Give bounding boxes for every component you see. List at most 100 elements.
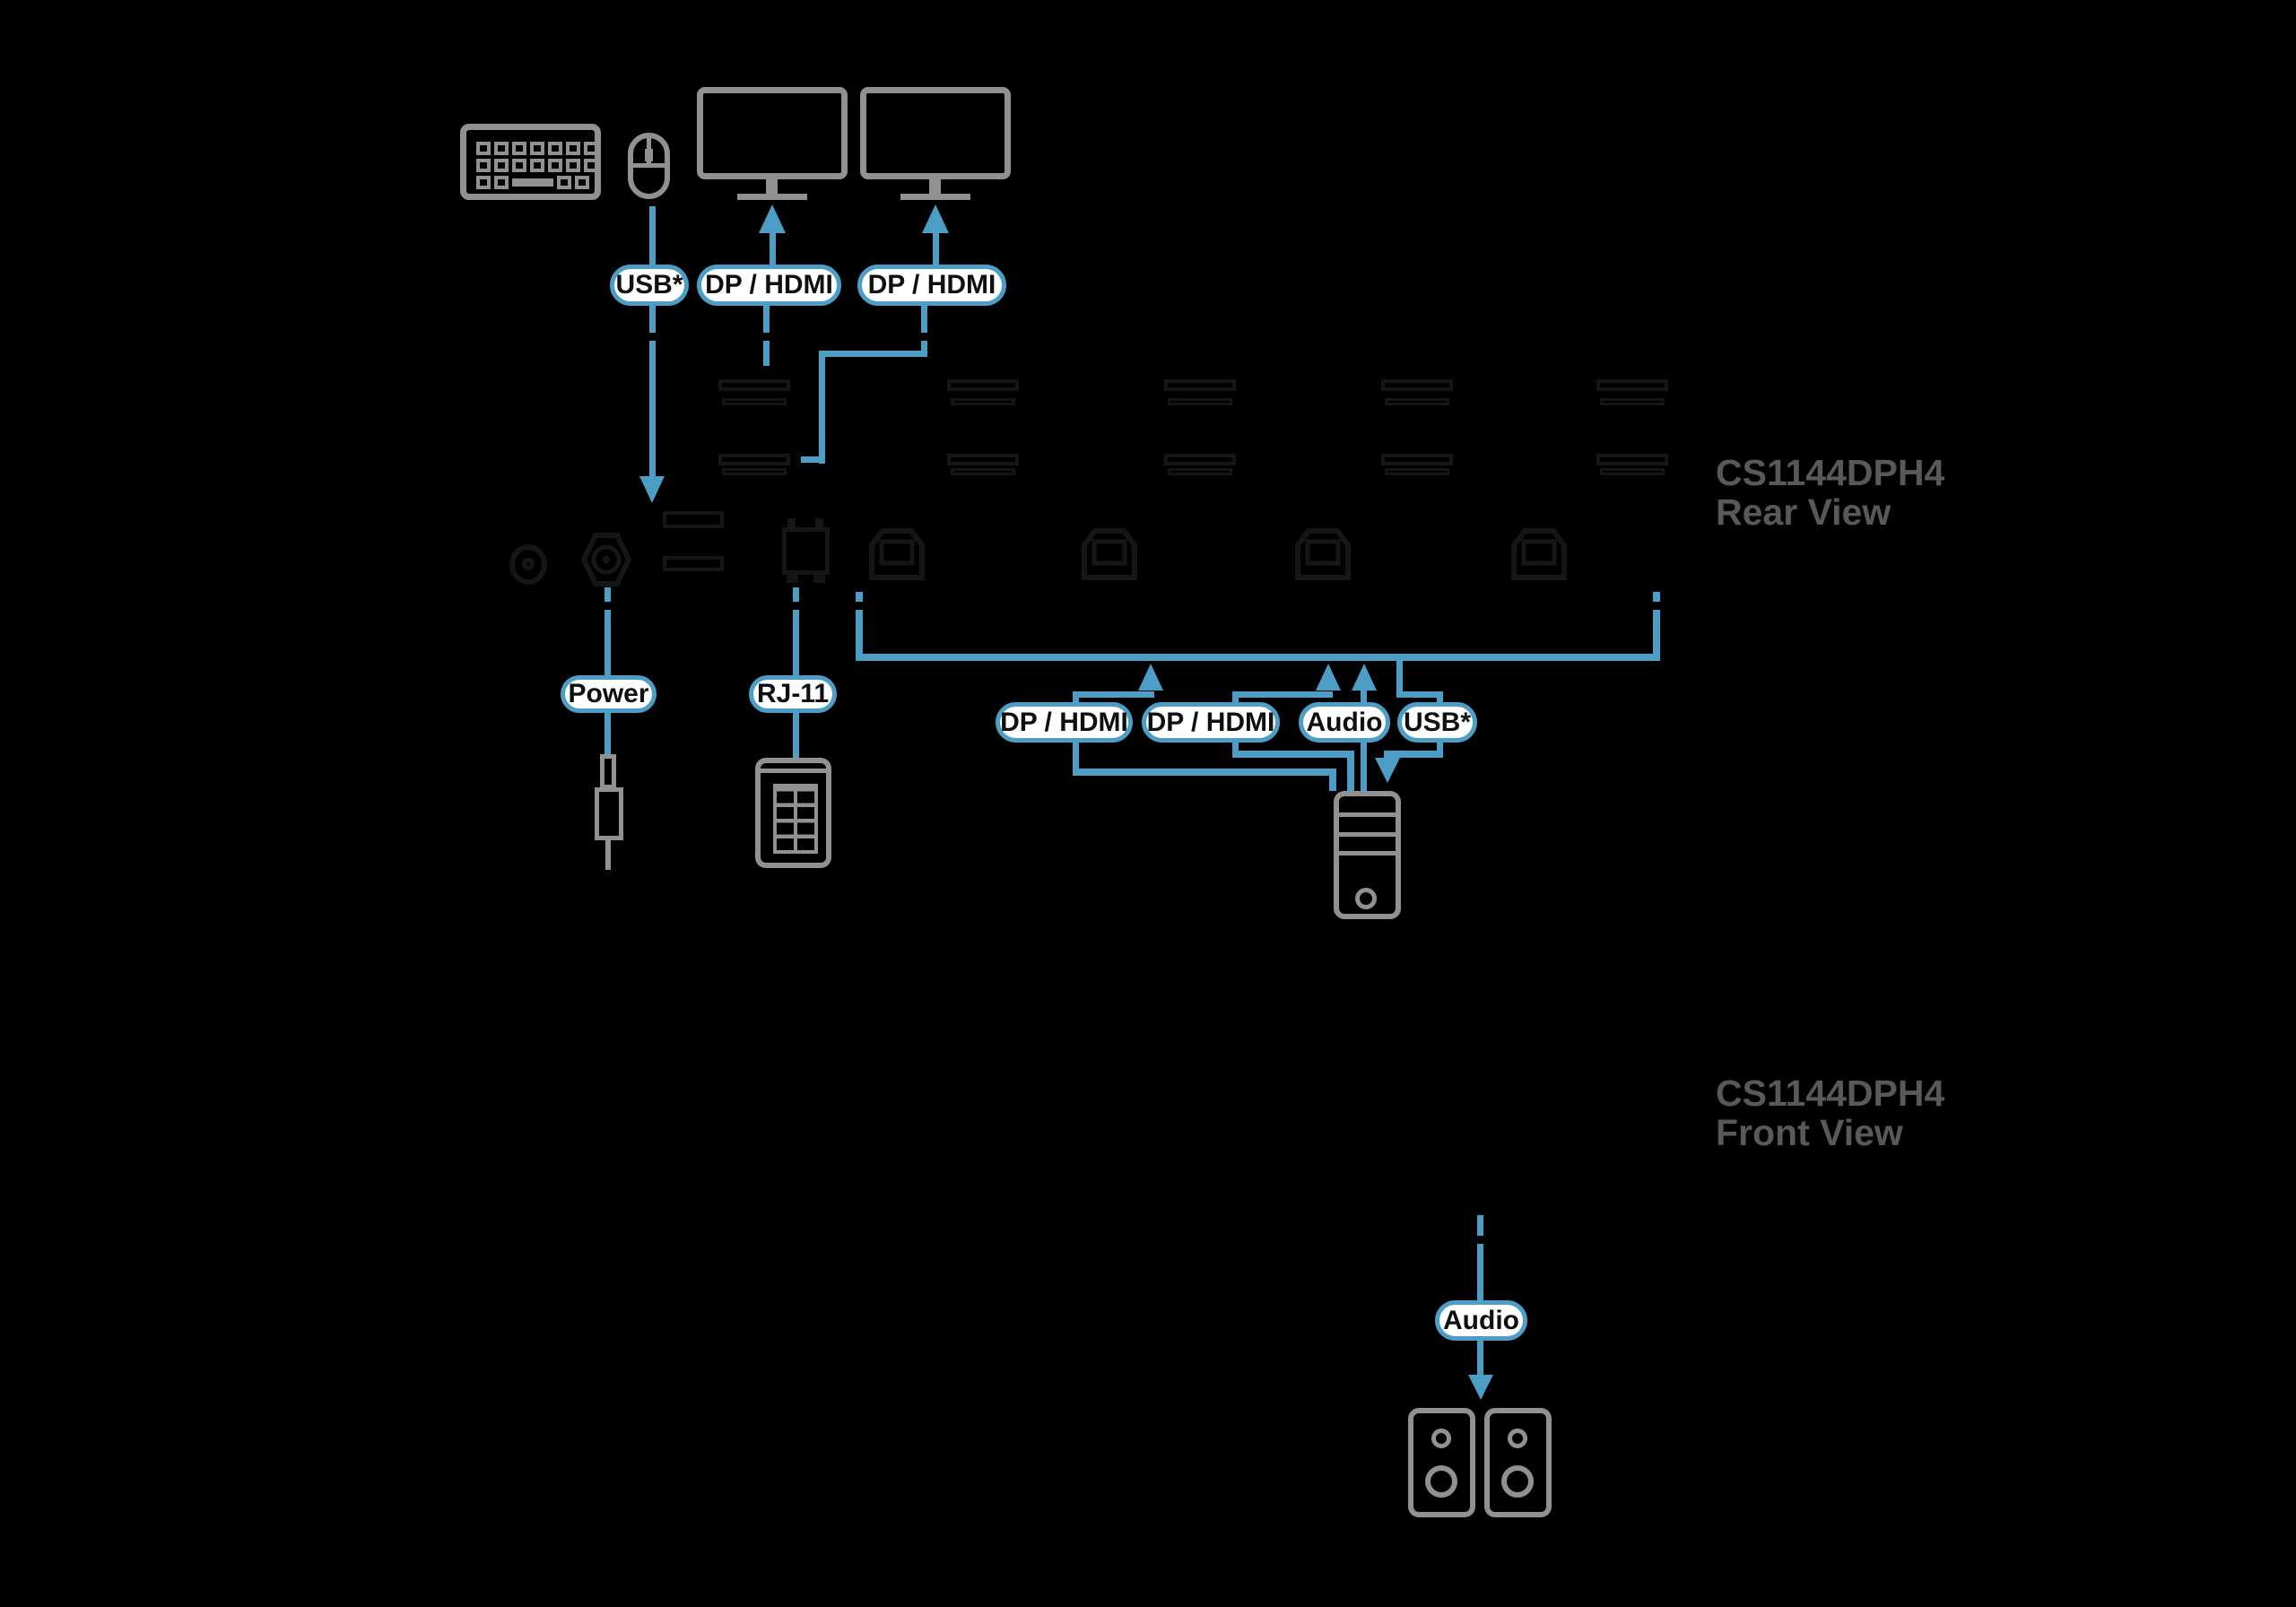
chassis-edge-tick	[761, 333, 772, 341]
chassis-edge-tick	[1650, 602, 1663, 610]
dp-hdmi-port-icon	[951, 468, 1015, 475]
dp-hdmi-port-icon	[722, 398, 787, 405]
drive-bay-line	[1339, 812, 1396, 817]
bracket-line	[1653, 592, 1660, 661]
label-pill-console-dp-hdmi-1: DP / HDMI	[697, 265, 841, 306]
monitor-stand-base	[737, 194, 807, 200]
cable	[933, 231, 939, 265]
cable	[604, 713, 611, 754]
chassis-edge-tick	[790, 602, 802, 610]
speaker-icon	[1408, 1408, 1475, 1517]
pill-text: DP / HDMI	[867, 270, 996, 300]
arrow-to-kvm-dp-hdmi-2	[1316, 664, 1341, 691]
dp-hdmi-port-icon	[1600, 468, 1665, 475]
drive-bay-line	[1339, 832, 1396, 837]
pill-text: USB*	[1403, 707, 1471, 737]
dp-hdmi-port-icon	[718, 454, 790, 465]
arrow-to-usb-console-ports	[639, 476, 665, 503]
pill-text: USB*	[615, 270, 683, 300]
dp-hdmi-port-icon	[1168, 468, 1232, 475]
pill-text: Audio	[1306, 707, 1383, 737]
cable	[921, 306, 927, 357]
dp-hdmi-port-icon	[1596, 379, 1668, 391]
bracket-line	[856, 592, 863, 661]
speaker-icon	[1484, 1408, 1552, 1517]
keyboard-keys-row	[476, 142, 598, 155]
cable	[1232, 751, 1354, 758]
cable	[1073, 691, 1154, 698]
remote-top-line	[761, 769, 826, 773]
usb-a-port-icon	[663, 556, 724, 571]
pill-text: RJ-11	[756, 679, 830, 708]
cable	[1361, 743, 1367, 791]
spacebar-key	[512, 178, 553, 187]
cable	[604, 587, 611, 675]
mouse-button-divider-horizontal	[633, 163, 665, 168]
arrow-to-monitor1	[759, 204, 786, 233]
monitor-icon	[860, 87, 1011, 179]
usb-b-port-icon	[869, 528, 925, 580]
label-pill-console-usb: USB*	[610, 265, 689, 306]
keyboard-keys-row	[476, 176, 589, 189]
chassis-edge-tick	[918, 333, 930, 341]
arrow-to-kvm-dp-hdmi-1	[1138, 664, 1163, 691]
dp-hdmi-port-icon	[1381, 454, 1453, 465]
label-pill-rj11: RJ-11	[749, 675, 837, 713]
cable	[801, 456, 825, 463]
dc-power-port-icon	[580, 533, 632, 586]
chassis-edge-tick	[647, 333, 658, 341]
dp-hdmi-port-icon	[1385, 398, 1449, 405]
rear-view-label: CS1144DPH4 Rear View	[1716, 453, 1944, 532]
audio-jack-port-icon	[509, 544, 547, 585]
label-pill-pc-audio: Audio	[1299, 702, 1390, 743]
usb-b-port-icon	[1295, 528, 1351, 580]
speaker-woofer	[1425, 1465, 1457, 1498]
arrow-to-monitor2	[922, 204, 949, 233]
monitor-stand-stem	[766, 179, 778, 194]
rj11-port-icon	[782, 527, 830, 575]
model-name: CS1144DPH4	[1716, 1073, 1945, 1114]
arrow-to-computer-usb	[1375, 758, 1400, 783]
dp-hdmi-port-icon	[1596, 454, 1668, 465]
cable	[1396, 691, 1443, 698]
pill-text: DP / HDMI	[705, 270, 833, 300]
cable	[1232, 691, 1239, 702]
bracket-line	[856, 654, 1660, 661]
cable	[1347, 751, 1354, 791]
dp-hdmi-port-icon	[718, 379, 790, 391]
dp-hdmi-port-icon	[951, 398, 1015, 405]
dp-hdmi-port-icon	[1168, 398, 1232, 405]
speaker-tweeter	[1431, 1429, 1451, 1448]
cable	[649, 206, 656, 265]
rj11-port-prong	[787, 518, 796, 527]
power-button	[1355, 888, 1377, 909]
label-pill-power: Power	[561, 675, 657, 713]
usb-a-port-icon	[663, 511, 724, 528]
model-name: CS1144DPH4	[1716, 452, 1945, 493]
arrow-to-kvm-audio	[1352, 664, 1377, 691]
cable	[1477, 1215, 1483, 1300]
remote-button-grid	[773, 784, 818, 854]
pill-text: DP / HDMI	[1000, 707, 1128, 737]
label-pill-console-dp-hdmi-2: DP / HDMI	[857, 265, 1006, 306]
front-view-label: CS1144DPH4 Front View	[1716, 1073, 1944, 1152]
cable	[1073, 769, 1336, 776]
label-pill-pc-usb: USB*	[1397, 702, 1477, 743]
cable	[649, 306, 656, 477]
dp-hdmi-port-icon	[947, 379, 1019, 391]
label-pill-pc-dp-hdmi-2: DP / HDMI	[1142, 702, 1280, 743]
audio-jack-port-center	[522, 558, 535, 570]
drive-bay-line	[1339, 851, 1396, 856]
power-plug-icon	[600, 754, 616, 789]
dp-hdmi-port-icon	[1381, 379, 1453, 391]
power-plug-cord	[605, 840, 611, 870]
mouse-icon	[628, 133, 670, 199]
cable	[1477, 1341, 1483, 1375]
cable	[1396, 661, 1403, 698]
keyboard-icon	[460, 124, 601, 200]
pill-text: DP / HDMI	[1146, 707, 1275, 737]
cable	[793, 713, 799, 758]
dp-hdmi-port-icon	[722, 468, 787, 475]
chassis-edge-tick	[1474, 1236, 1486, 1244]
